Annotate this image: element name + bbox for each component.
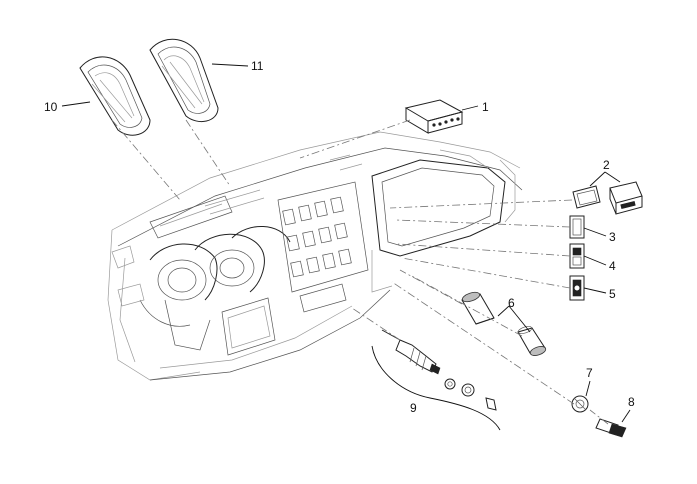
callout-11: 11	[251, 59, 264, 73]
part-2-switch	[572, 181, 643, 215]
part-10-pad	[79, 56, 151, 136]
callout-2: 2	[603, 158, 610, 172]
part-7-knob	[571, 395, 589, 413]
part-4-switch	[569, 243, 585, 269]
part-8-bulb	[595, 418, 627, 438]
callout-1: 1	[482, 100, 489, 114]
part-3-panel	[569, 215, 585, 239]
projection-lines	[111, 119, 609, 425]
part-5-switch	[569, 275, 585, 301]
part-11-pad	[149, 38, 219, 123]
leader-lines	[61, 63, 631, 423]
part-6-socket	[461, 291, 547, 356]
part-9-assembly	[371, 329, 501, 431]
dashboard-assembly	[107, 131, 523, 381]
callout-7: 7	[586, 366, 593, 380]
callout-6: 6	[508, 296, 515, 310]
callout-4: 4	[609, 259, 616, 273]
callout-labels: 1 2 3 4 5 6 7 8 9 10 11	[44, 59, 635, 415]
switch-panel-cutouts	[282, 196, 352, 278]
callout-9: 9	[410, 401, 417, 415]
callout-8: 8	[628, 395, 635, 409]
callout-3: 3	[609, 230, 616, 244]
callout-5: 5	[609, 287, 616, 301]
callout-10: 10	[44, 100, 58, 114]
part-1-connector	[404, 99, 464, 134]
